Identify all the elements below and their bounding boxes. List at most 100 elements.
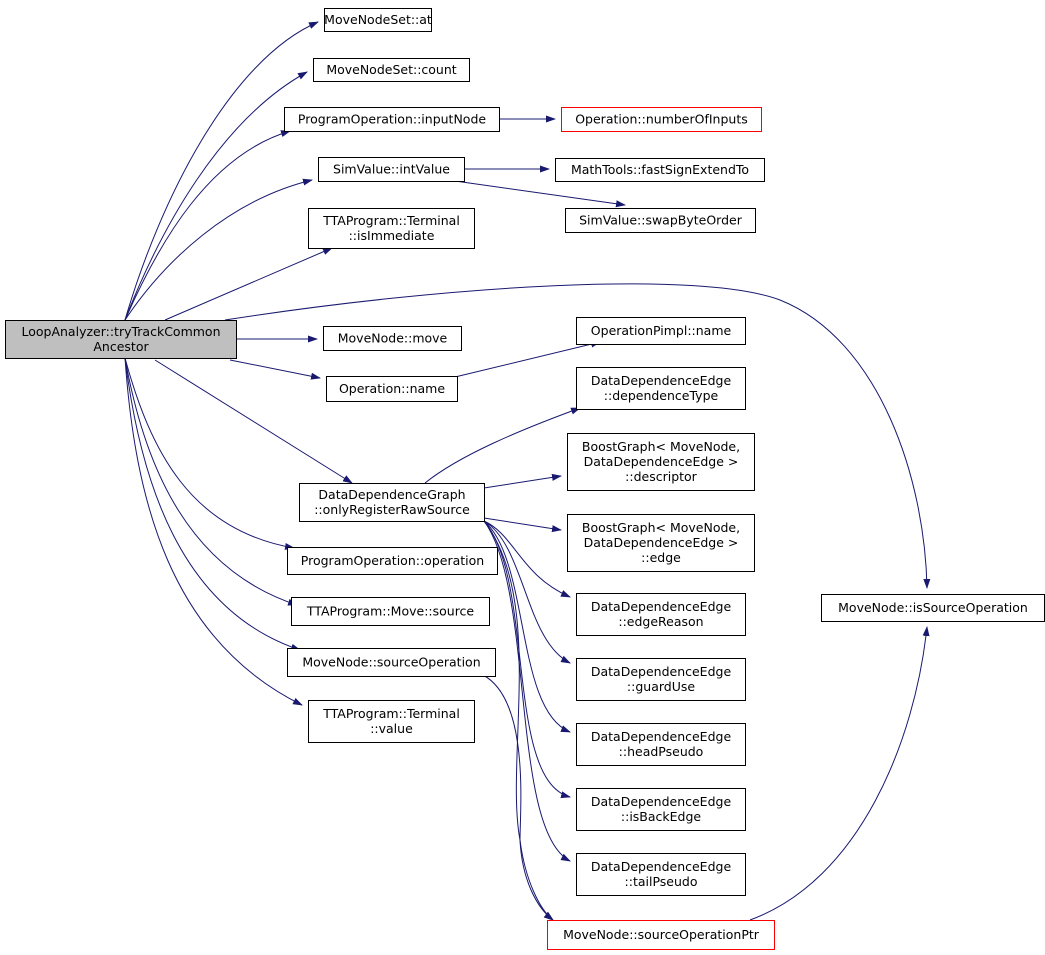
node-guardUse[interactable]: DataDependenceEdge::guardUse — [576, 658, 746, 701]
node-sourceOpPtr[interactable]: MoveNode::sourceOperationPtr — [547, 920, 775, 950]
edge-sourceop-sourceopptr — [482, 674, 554, 921]
node-box — [576, 853, 746, 896]
node-box — [547, 920, 775, 950]
node-label: BoostGraph< MoveNode, — [582, 520, 740, 535]
node-label: ::isBackEdge — [621, 809, 702, 824]
node-box — [576, 593, 746, 636]
node-tailPseudo[interactable]: DataDependenceEdge::tailPseudo — [576, 853, 746, 896]
node-operation[interactable]: ProgramOperation::operation — [287, 547, 498, 575]
edge-root-inputnode — [124, 130, 291, 321]
node-box — [567, 514, 755, 572]
node-isBackEdge[interactable]: DataDependenceEdge::isBackEdge — [576, 788, 746, 831]
node-box — [287, 547, 498, 575]
node-label: MoveNode::isSourceOperation — [838, 600, 1028, 615]
node-label: MoveNodeSet::count — [326, 62, 456, 77]
node-move[interactable]: MoveNode::move — [323, 326, 462, 351]
node-inputNode[interactable]: ProgramOperation::inputNode — [284, 107, 500, 132]
node-numberOfInputs[interactable]: Operation::numberOfInputs — [561, 107, 762, 132]
node-box — [318, 157, 465, 182]
edge-onlyreg-edgereason — [483, 520, 571, 598]
node-box — [567, 433, 755, 491]
node-sourceOp[interactable]: MoveNode::sourceOperation — [287, 648, 496, 677]
node-label: DataDependenceEdge > — [584, 535, 739, 550]
edge-root-issourceop — [224, 283, 931, 589]
node-isSourceOp[interactable]: MoveNode::isSourceOperation — [821, 594, 1045, 622]
node-box — [565, 208, 756, 233]
edge-onlyreg-headpseudo — [483, 520, 571, 733]
edge-onlyreg-descriptor — [483, 473, 562, 489]
node-box — [561, 107, 762, 132]
edge-root-sourceop — [124, 357, 301, 651]
node-box — [308, 208, 475, 249]
node-label: SimValue::intValue — [333, 162, 450, 177]
call-edges — [124, 21, 931, 921]
node-label: ::guardUse — [627, 679, 695, 694]
node-label: BoostGraph< MoveNode, — [582, 439, 740, 454]
node-label: ::value — [370, 721, 413, 736]
edge-root-isimmediate — [164, 247, 333, 321]
node-label: SimValue::swapByteOrder — [579, 213, 743, 228]
node-label: DataDependenceEdge — [591, 599, 732, 614]
node-box — [576, 367, 746, 410]
node-opPimplName[interactable]: OperationPimpl::name — [576, 317, 746, 345]
node-edge[interactable]: BoostGraph< MoveNode,DataDependenceEdge … — [567, 514, 755, 572]
node-label: ::headPseudo — [619, 744, 704, 759]
edge-root-opname — [229, 359, 321, 380]
node-label: MathTools::fastSignExtendTo — [571, 162, 749, 177]
edge-root-at — [124, 21, 319, 321]
edge-intvalue-swapbyte — [454, 180, 626, 208]
node-label: Operation::name — [339, 381, 445, 396]
node-isImmediate[interactable]: TTAProgram::Terminal::isImmediate — [308, 208, 475, 249]
edge-opname-pimplname — [454, 340, 601, 378]
node-fastSign[interactable]: MathTools::fastSignExtendTo — [555, 158, 765, 182]
node-box — [313, 58, 470, 82]
node-label: MoveNode::sourceOperationPtr — [563, 927, 760, 942]
node-box — [323, 326, 462, 351]
node-label: ::onlyRegisterRawSource — [314, 502, 470, 517]
node-box — [324, 8, 432, 32]
edge-onlyreg-deptype — [424, 407, 581, 484]
node-swapByte[interactable]: SimValue::swapByteOrder — [565, 208, 756, 233]
node-termValue[interactable]: TTAProgram::Terminal::value — [308, 700, 475, 743]
edge-root-source — [124, 357, 298, 606]
node-descriptor[interactable]: BoostGraph< MoveNode,DataDependenceEdge … — [567, 433, 755, 491]
node-box — [299, 483, 485, 522]
node-label: MoveNodeSet::at — [324, 12, 432, 27]
edge-root-intvalue — [124, 178, 313, 321]
node-label: ::edgeReason — [618, 614, 703, 629]
node-label: DataDependenceEdge — [591, 729, 732, 744]
node-source[interactable]: TTAProgram::Move::source — [291, 597, 490, 626]
edge-root-onlyreg — [154, 359, 353, 484]
node-label: MoveNode::sourceOperation — [302, 655, 480, 670]
node-onlyReg[interactable]: DataDependenceGraph::onlyRegisterRawSour… — [299, 483, 485, 522]
node-headPseudo[interactable]: DataDependenceEdge::headPseudo — [576, 723, 746, 766]
node-box — [284, 107, 500, 132]
edge-onlyreg-guarduse — [483, 520, 571, 664]
node-intValue[interactable]: SimValue::intValue — [318, 157, 465, 182]
node-label: DataDependenceEdge — [591, 794, 732, 809]
node-label: ::edge — [641, 550, 681, 565]
edge-onlyreg-sourceopptr — [483, 520, 554, 921]
node-edgeReason[interactable]: DataDependenceEdge::edgeReason — [576, 593, 746, 636]
node-box — [308, 700, 475, 743]
node-box — [576, 658, 746, 701]
node-label: TTAProgram::Terminal — [322, 706, 460, 721]
node-label: Operation::numberOfInputs — [575, 112, 748, 127]
node-opName[interactable]: Operation::name — [326, 376, 458, 402]
node-label: ProgramOperation::operation — [301, 553, 484, 568]
node-label: DataDependenceEdge — [591, 859, 732, 874]
node-label: OperationPimpl::name — [591, 323, 732, 338]
node-depType[interactable]: DataDependenceEdge::dependenceType — [576, 367, 746, 410]
node-label: DataDependenceEdge > — [584, 454, 739, 469]
node-label: ::isImmediate — [349, 228, 435, 243]
node-label: ::descriptor — [625, 469, 698, 484]
node-box — [555, 158, 765, 182]
edge-root-termvalue — [124, 357, 303, 706]
node-at[interactable]: MoveNodeSet::at — [324, 8, 432, 32]
node-box — [291, 597, 490, 626]
node-count[interactable]: MoveNodeSet::count — [313, 58, 470, 82]
node-label: ::dependenceType — [604, 388, 719, 403]
node-label: ::tailPseudo — [625, 874, 698, 889]
